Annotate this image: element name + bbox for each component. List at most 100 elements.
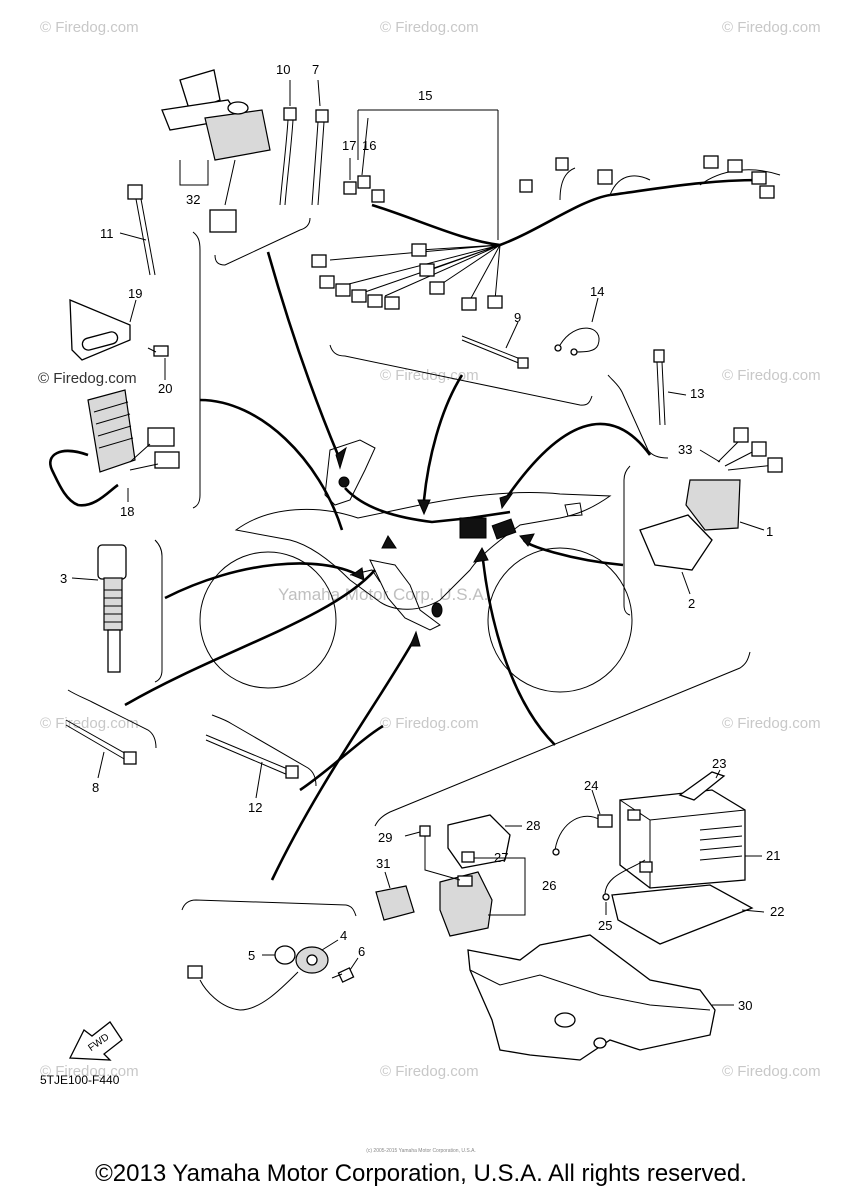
battery-terminal — [627, 809, 641, 821]
harness-connector — [461, 297, 477, 311]
leader-2 — [681, 571, 691, 595]
part-32-fuse-box[interactable] — [161, 69, 271, 233]
callout-4: 4 — [340, 928, 347, 943]
harness-connector — [751, 171, 767, 185]
callout-bracket-32 — [179, 160, 209, 186]
leader-13 — [667, 391, 687, 396]
part-28-starter-relay-cover[interactable] — [447, 814, 522, 869]
rectifier-fins — [93, 401, 134, 449]
part-9-band[interactable] — [461, 321, 529, 369]
part-26-starter-relay[interactable] — [424, 850, 526, 937]
group-brackets — [67, 217, 751, 917]
leader-line-sensor-lower — [270, 637, 417, 881]
coil-head — [97, 544, 127, 580]
harness-connector — [703, 155, 719, 169]
watermark-firedog: © Firedog.com — [40, 1063, 139, 1080]
part-31-coupler[interactable] — [375, 871, 415, 921]
callout-28: 28 — [526, 818, 540, 833]
callout-25: 25 — [598, 918, 612, 933]
part-20-screw[interactable] — [147, 345, 169, 380]
harness-connector — [357, 175, 371, 189]
watermark-layer: © Firedog.com © Firedog.com © Firedog.co… — [38, 19, 821, 1080]
arrow-head — [409, 630, 421, 647]
part-8-cable-tie[interactable] — [65, 719, 137, 779]
harness-connector — [419, 263, 435, 277]
harness-trunk — [371, 193, 611, 247]
part-4-sensor[interactable] — [187, 939, 339, 1011]
part-12-cable-tie[interactable] — [205, 734, 299, 799]
band-strap — [656, 361, 661, 426]
callout-2: 2 — [688, 596, 695, 611]
part-10-cable-tie[interactable] — [279, 80, 297, 206]
screw-shank — [147, 347, 157, 353]
part-23-battery-band[interactable] — [678, 769, 726, 801]
fuse-box-body — [204, 109, 271, 161]
part-6-bolt[interactable] — [331, 957, 359, 983]
part-22-battery-pad[interactable] — [611, 884, 765, 945]
cable-tie-head — [315, 109, 329, 123]
callout-24: 24 — [584, 778, 598, 793]
part-7-cable-tie[interactable] — [311, 79, 329, 206]
arrow-head — [473, 546, 489, 563]
motorcycle-outline — [199, 439, 633, 693]
front-wheel-outline — [199, 551, 337, 689]
bracket-tie-8 — [67, 689, 157, 749]
arrow-head — [381, 535, 397, 549]
part-5-o-ring[interactable] — [262, 945, 296, 965]
ecu-connector — [751, 441, 767, 457]
watermark-firedog: © Firedog.com — [380, 19, 479, 36]
part-24-battery-lead[interactable] — [552, 789, 613, 856]
lead-terminal — [554, 344, 562, 352]
callout-10: 10 — [276, 62, 290, 77]
callout-numbers: 1 2 3 4 5 6 7 8 9 10 11 12 13 14 15 16 1… — [60, 62, 784, 1013]
part-18-rectifier-regulator[interactable] — [49, 389, 180, 507]
leader-8 — [97, 751, 105, 779]
callout-18: 18 — [120, 504, 134, 519]
part-19-bracket[interactable] — [69, 299, 137, 361]
leader-1 — [739, 521, 765, 531]
part-29-bolt[interactable] — [404, 825, 431, 850]
part-2-ecu-cover[interactable] — [639, 514, 713, 595]
battery-terminal — [639, 861, 653, 873]
bracket-top-left — [214, 217, 311, 266]
sensor-connector — [187, 965, 203, 979]
part-3-ignition-coil[interactable] — [71, 544, 127, 673]
callout-32: 32 — [186, 192, 200, 207]
part-21-battery[interactable] — [619, 789, 762, 889]
watermark-firedog-dark: © Firedog.com — [38, 370, 137, 387]
bracket-right-ecu — [623, 465, 631, 616]
bolt-head — [419, 825, 431, 837]
leader-line-band — [299, 724, 384, 792]
harness-connector — [759, 185, 775, 199]
battery-lead-terminal — [552, 848, 560, 856]
harness-connector-block — [491, 518, 517, 540]
harness-connector-block — [459, 517, 487, 539]
arrow-head — [335, 446, 347, 470]
part-14-wire-lead[interactable] — [554, 297, 600, 356]
harness-connector — [519, 179, 533, 193]
part-1-ecu[interactable] — [685, 427, 783, 531]
part-13-band[interactable] — [653, 349, 687, 426]
watermark-firedog: © Firedog.com — [380, 715, 479, 732]
harness-connector — [311, 254, 327, 268]
coupler-body — [375, 885, 415, 921]
leader-line-harness — [422, 374, 464, 501]
fuse-box-bracket — [179, 69, 221, 113]
leader-24 — [591, 789, 601, 815]
watermark-firedog: © Firedog.com — [380, 367, 479, 384]
part-15-wire-harness[interactable] — [311, 109, 781, 311]
callout-bracket-15 — [357, 109, 499, 240]
leader-lines — [124, 251, 652, 881]
lead-terminal — [570, 348, 578, 356]
part-11-band[interactable] — [119, 184, 156, 276]
coil-boot — [107, 629, 121, 673]
part-25-battery-lead[interactable] — [602, 859, 646, 915]
arrow-head — [519, 533, 535, 547]
harness-connector — [429, 281, 445, 295]
part-30-battery-box[interactable] — [467, 934, 734, 1061]
part-27-fuse[interactable] — [461, 851, 488, 863]
harness-connector — [727, 159, 743, 173]
band-strap — [140, 198, 156, 276]
leader-29 — [404, 831, 421, 837]
